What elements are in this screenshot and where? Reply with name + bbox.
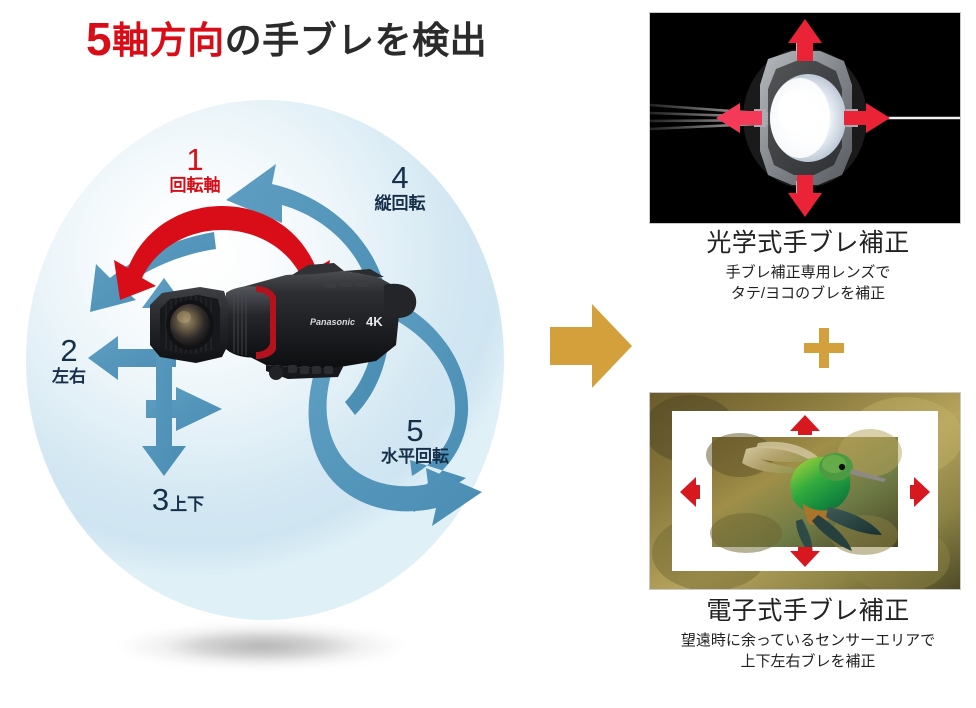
axis-4-name: 縦回転 [374, 194, 426, 213]
axis-label-2: 2 左右 [34, 335, 104, 387]
axis-1-name: 回転軸 [169, 176, 221, 195]
electronic-sub-line1: 望遠時に余っているセンサーエリアで [680, 631, 936, 649]
arrow-axis-3-up-down [142, 278, 186, 476]
plus-icon [804, 328, 844, 368]
axis-3-number: 3 [151, 482, 170, 517]
electronic-stabilizer-image [649, 392, 961, 590]
hummingbird-subject [742, 441, 886, 557]
ois-arrow-left [716, 103, 762, 133]
stabilization-methods-panel: 光学式手ブレ補正 手ブレ補正専用レンズで タテ/ヨコのブレを補正 [640, 0, 976, 708]
optical-sub-line2: タテ/ヨコのブレを補正 [730, 284, 886, 302]
camcorder-product-image: Panasonic 4K [150, 263, 417, 380]
ois-arrow-right [844, 103, 890, 133]
electronic-caption: 電子式手ブレ補正 望遠時に余っているセンサーエリアで 上下左右ブレを補正 [640, 597, 976, 672]
optical-title: 光学式手ブレ補正 [706, 229, 910, 257]
eis-arrow-left [680, 477, 700, 507]
sphere-shadow [116, 622, 408, 670]
title-rest-text: の手ブレを検出 [224, 20, 488, 61]
optical-sub-line1: 手ブレ補正専用レンズで [725, 263, 891, 281]
product-4k-badge: 4K [366, 314, 383, 329]
page-title: 5軸方向の手ブレを検出 [86, 16, 487, 62]
axis-label-5: 5 水平回転 [362, 415, 468, 467]
electronic-sub: 望遠時に余っているセンサーエリアで 上下左右ブレを補正 [640, 630, 976, 673]
optical-caption: 光学式手ブレ補正 手ブレ補正専用レンズで タテ/ヨコのブレを補正 [640, 229, 976, 304]
flow-arrow-right-icon [550, 304, 632, 388]
eis-arrow-right [910, 477, 930, 507]
ois-arrow-down [788, 175, 822, 217]
arrow-axis-5-horizontal-rotation [308, 288, 482, 526]
axis-2-name: 左右 [52, 367, 86, 386]
eis-arrow-down [790, 547, 820, 567]
product-brand-text: Panasonic [310, 317, 355, 327]
axis-5-name: 水平回転 [381, 447, 449, 466]
axis-label-1: 1 回転軸 [150, 144, 240, 196]
title-accent: 5軸方向 [86, 16, 225, 62]
axis-4-number: 4 [391, 160, 409, 195]
optical-stabilizer-image [649, 12, 961, 224]
axis-label-4: 4 縦回転 [355, 162, 445, 214]
axis-2-number: 2 [60, 333, 78, 368]
axis-1-number: 1 [186, 142, 204, 177]
axis-label-3: 3上下 [120, 484, 236, 515]
title-axis-count: 5 [86, 13, 113, 65]
axis-5-number: 5 [406, 413, 424, 448]
optical-sub: 手ブレ補正専用レンズで タテ/ヨコのブレを補正 [640, 262, 976, 305]
eis-sensor-diagram [650, 393, 960, 589]
title-accent-text: 軸方向 [112, 20, 225, 61]
electronic-title: 電子式手ブレ補正 [706, 597, 910, 625]
axis-3-name: 上下 [170, 495, 205, 514]
eis-arrow-up [790, 415, 820, 435]
detection-diagram-panel: Panasonic 4K 1 回転軸 4 縦回転 2 左右 3上下 5 水平回転 [0, 60, 530, 708]
arrow-axis-4-vertical-rotation [226, 164, 390, 415]
axis-arrows-overlay [88, 164, 482, 526]
electronic-sub-line2: 上下左右ブレを補正 [740, 652, 876, 670]
ois-lens-diagram [650, 13, 960, 223]
ois-arrow-up [788, 19, 822, 61]
arrow-axis-1-roll [114, 206, 330, 300]
